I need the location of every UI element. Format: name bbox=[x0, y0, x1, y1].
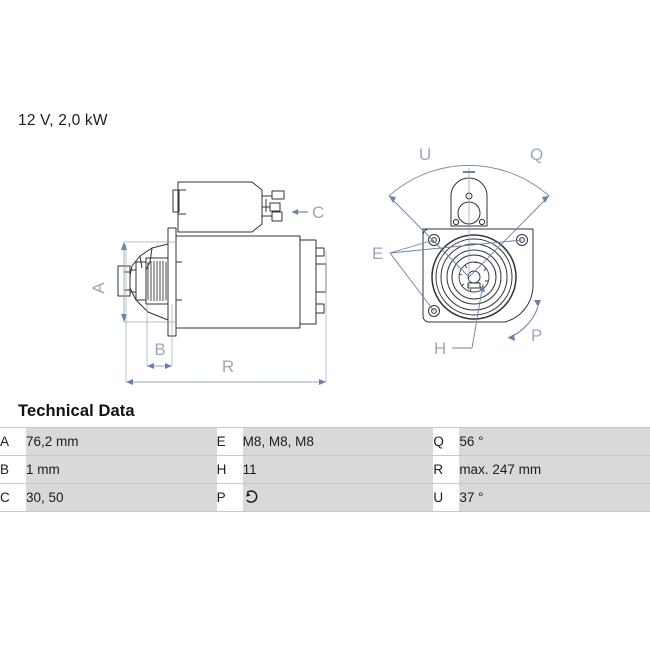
row-value-a: 76,2 mm bbox=[26, 427, 217, 456]
row-key-c: C bbox=[0, 483, 26, 512]
callout-p bbox=[507, 300, 541, 341]
pinion-teeth bbox=[458, 261, 490, 293]
row-value-q: 56 ° bbox=[459, 427, 650, 456]
row-value-h: 11 bbox=[242, 455, 434, 484]
angle-dimensions bbox=[388, 164, 550, 290]
label-b: B bbox=[154, 340, 165, 359]
row-value-b: 1 mm bbox=[26, 455, 217, 484]
row-key-u: U bbox=[433, 483, 460, 512]
technical-drawing: C A B R bbox=[89, 145, 550, 385]
row-key-p: P bbox=[216, 483, 243, 512]
row-value-u: 37 ° bbox=[459, 483, 650, 512]
row-key-r: R bbox=[433, 455, 460, 484]
callout-c bbox=[292, 209, 308, 215]
callout-h bbox=[452, 283, 485, 349]
label-h: H bbox=[434, 339, 446, 358]
row-value-p bbox=[242, 483, 434, 512]
technical-data-heading: Technical Data bbox=[18, 402, 135, 420]
label-a: A bbox=[89, 282, 108, 294]
row-key-h: H bbox=[216, 455, 243, 484]
table-row: C 30, 50 P U 37 ° bbox=[0, 483, 650, 512]
dimension-b bbox=[146, 304, 173, 369]
label-u: U bbox=[419, 145, 431, 164]
label-c: C bbox=[312, 203, 324, 222]
row-key-q: Q bbox=[433, 427, 460, 456]
rotation-ccw-icon bbox=[243, 488, 260, 508]
dimension-r bbox=[125, 244, 327, 385]
callout-e bbox=[389, 239, 523, 312]
label-r: R bbox=[222, 357, 234, 376]
row-key-a: A bbox=[0, 427, 26, 456]
label-e: E bbox=[372, 244, 383, 263]
row-value-r: max. 247 mm bbox=[459, 455, 650, 484]
table-row: A 76,2 mm E M8, M8, M8 Q 56 ° bbox=[0, 427, 650, 456]
side-view-drawing bbox=[117, 181, 327, 337]
technical-data-table: A 76,2 mm E M8, M8, M8 Q 56 ° B 1 mm H 1… bbox=[0, 427, 650, 512]
page-title: 12 V, 2,0 kW bbox=[18, 112, 108, 129]
row-value-c: 30, 50 bbox=[26, 483, 217, 512]
row-value-e: M8, M8, M8 bbox=[242, 427, 434, 456]
dimension-a bbox=[121, 241, 176, 323]
table-row: B 1 mm H 11 R max. 247 mm bbox=[0, 455, 650, 484]
label-q: Q bbox=[530, 145, 543, 164]
end-view-drawing bbox=[422, 177, 534, 323]
label-p: P bbox=[531, 326, 542, 345]
row-key-b: B bbox=[0, 455, 26, 484]
technical-data-section: Technical Data A 76,2 mm E M8, M8, M8 Q … bbox=[0, 400, 650, 512]
row-key-e: E bbox=[216, 427, 243, 456]
